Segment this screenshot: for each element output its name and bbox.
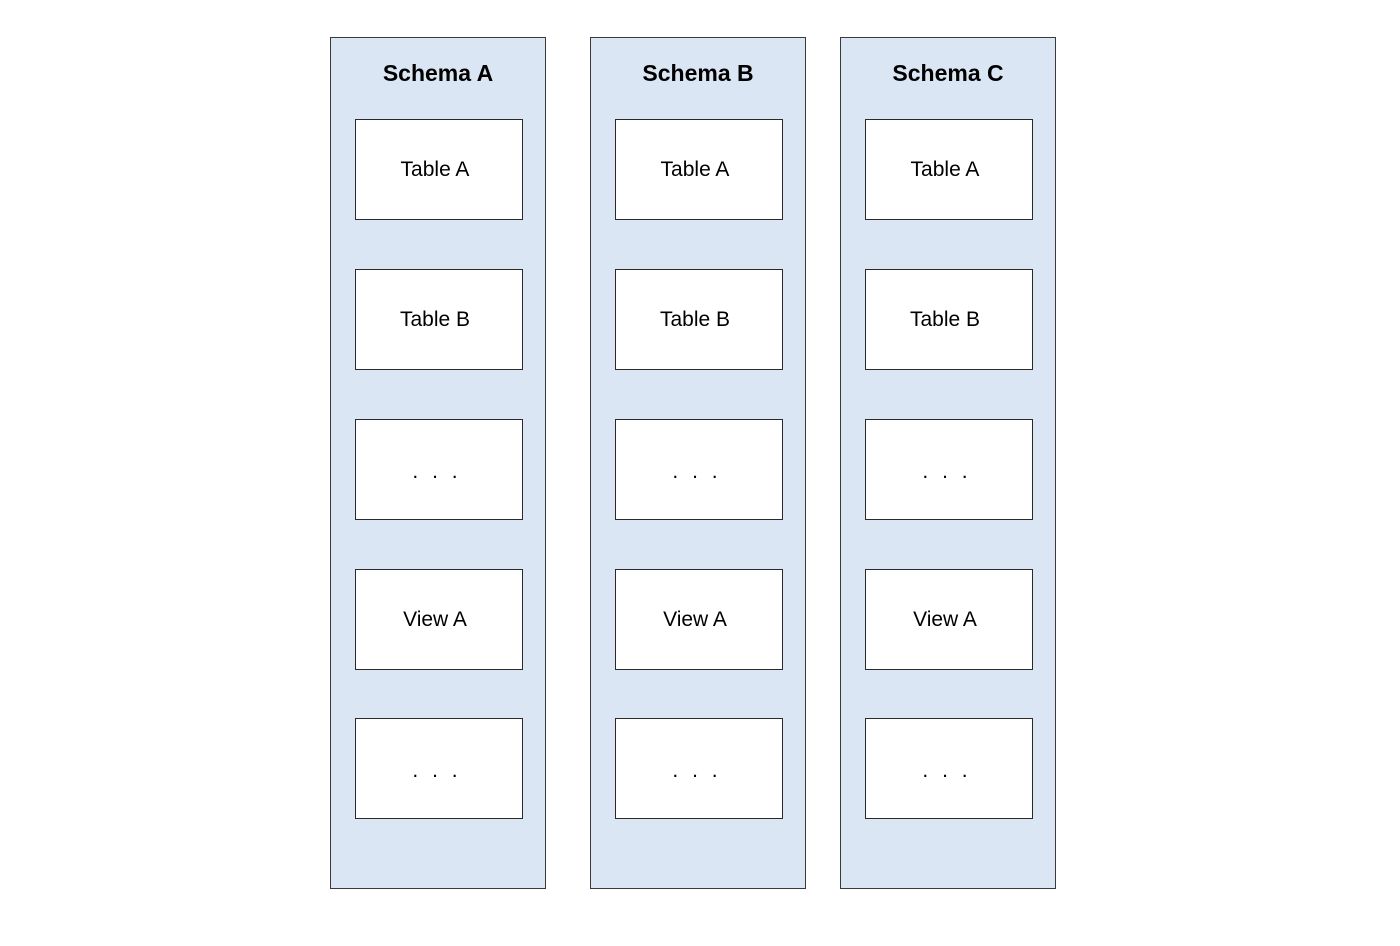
schema-b-item-5: . . . xyxy=(615,718,783,819)
schema-b-container: Schema B Table A Table B . . . View A . … xyxy=(590,37,806,889)
schema-b-item-3: . . . xyxy=(615,419,783,520)
schema-a-container: Schema A Table A Table B . . . View A . … xyxy=(330,37,546,889)
item-label: Table A xyxy=(910,157,980,181)
schema-c-item-2: Table B xyxy=(865,269,1033,370)
schema-a-item-2: Table B xyxy=(355,269,523,370)
item-label: Table B xyxy=(659,307,731,331)
schema-b-item-1: Table A xyxy=(615,119,783,220)
item-label: . . . xyxy=(412,758,462,782)
schema-b-item-4: View A xyxy=(615,569,783,670)
schema-c-item-1: Table A xyxy=(865,119,1033,220)
schema-title: Schema B xyxy=(642,60,754,86)
item-label: . . . xyxy=(922,758,972,782)
item-label: . . . xyxy=(412,459,462,483)
item-label: Table B xyxy=(909,307,981,331)
schema-title: Schema C xyxy=(892,60,1004,86)
schema-c-item-3: . . . xyxy=(865,419,1033,520)
schema-a-item-4: View A xyxy=(355,569,523,670)
schema-c-item-5: . . . xyxy=(865,718,1033,819)
item-label: . . . xyxy=(672,459,722,483)
schema-c-container: Schema C Table A Table B . . . View A . … xyxy=(840,37,1056,889)
item-label: Table A xyxy=(400,157,470,181)
schema-a-item-1: Table A xyxy=(355,119,523,220)
item-label: View A xyxy=(403,607,467,631)
item-label: . . . xyxy=(922,459,972,483)
item-label: View A xyxy=(663,607,727,631)
item-label: View A xyxy=(913,607,977,631)
item-label: Table A xyxy=(660,157,730,181)
schema-title: Schema A xyxy=(382,60,494,86)
schema-b-item-2: Table B xyxy=(615,269,783,370)
item-label: Table B xyxy=(399,307,471,331)
schema-a-item-5: . . . xyxy=(355,718,523,819)
schema-c-item-4: View A xyxy=(865,569,1033,670)
item-label: . . . xyxy=(672,758,722,782)
schema-a-item-3: . . . xyxy=(355,419,523,520)
